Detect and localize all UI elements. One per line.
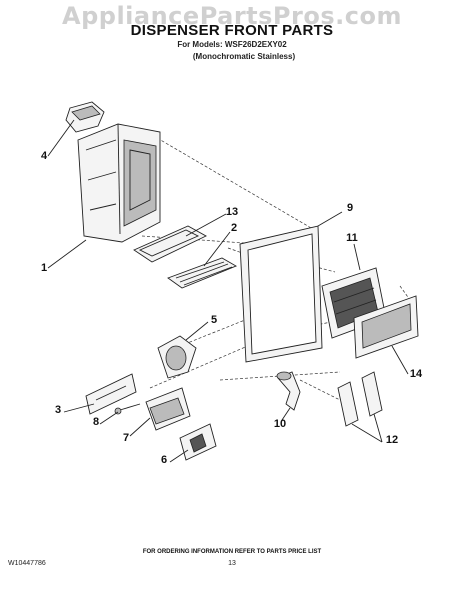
page-number: 13 [228, 560, 236, 567]
callout-3: 3 [54, 404, 62, 416]
leader-lines [47, 119, 409, 463]
callout-2: 2 [230, 222, 238, 234]
page-title: DISPENSER FRONT PARTS [130, 22, 334, 39]
callout-13: 13 [225, 206, 239, 218]
variant-line: (Monochromatic Stainless) [192, 52, 296, 61]
part-1-housing [77, 123, 161, 243]
models-line: For Models: WSF26D2EXY02 [177, 40, 287, 49]
ordering-note: FOR ORDERING INFORMATION REFER TO PARTS … [142, 549, 322, 555]
document-number: W10447786 [8, 560, 46, 567]
callout-7: 7 [122, 432, 130, 444]
part-2-grille [167, 257, 238, 289]
callout-6: 6 [160, 454, 168, 466]
part-6-lever [179, 423, 217, 461]
part-9-frame [239, 225, 323, 363]
callout-11: 11 [346, 232, 358, 244]
part-7-solenoid [145, 387, 191, 431]
watermark: AppliancePartsPros.com [62, 2, 402, 30]
part-10-elbow-fitting [276, 371, 301, 411]
part-8-screw [114, 403, 141, 415]
callout-10: 10 [273, 418, 287, 430]
callout-14: 14 [409, 368, 423, 380]
callout-4: 4 [40, 150, 48, 162]
part-14-control-panel [353, 295, 419, 359]
part-3-bracket [85, 373, 137, 415]
callout-12: 12 [385, 434, 399, 446]
callout-5: 5 [210, 314, 218, 326]
callout-9: 9 [346, 202, 354, 214]
part-4-cap [65, 101, 105, 133]
callout-1: 1 [40, 262, 48, 274]
part-12-pads [337, 371, 383, 427]
callout-8: 8 [92, 416, 100, 428]
part-5-motor [157, 335, 197, 379]
